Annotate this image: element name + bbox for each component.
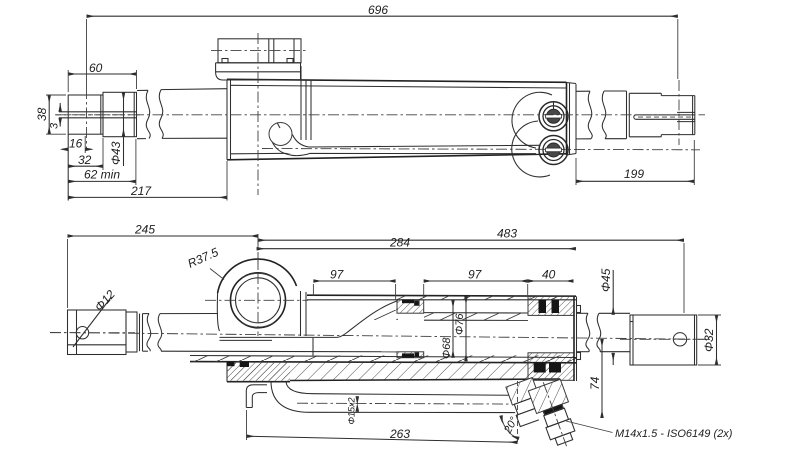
svg-text:245: 245 (134, 223, 155, 237)
svg-text:284: 284 (389, 236, 410, 250)
svg-text:263: 263 (389, 427, 410, 441)
svg-text:M14x1.5 - ISO6149 (2x): M14x1.5 - ISO6149 (2x) (615, 428, 733, 440)
svg-text:97: 97 (468, 268, 483, 282)
svg-text:217: 217 (130, 184, 152, 198)
svg-text:40: 40 (542, 268, 556, 282)
svg-text:3: 3 (49, 122, 61, 129)
svg-text:199: 199 (624, 167, 644, 181)
svg-text:Φ76: Φ76 (454, 313, 466, 335)
svg-text:16: 16 (69, 137, 83, 151)
svg-text:97: 97 (330, 268, 345, 282)
svg-text:483: 483 (497, 227, 517, 241)
svg-text:Φ15x2: Φ15x2 (347, 397, 357, 424)
svg-text:Φ68: Φ68 (441, 337, 453, 359)
svg-text:74: 74 (588, 376, 602, 390)
svg-text:Φ43: Φ43 (109, 141, 123, 165)
svg-text:Φ32: Φ32 (702, 328, 716, 352)
svg-text:696: 696 (368, 3, 388, 17)
svg-text:62 min: 62 min (84, 168, 120, 182)
svg-text:32: 32 (78, 153, 92, 167)
svg-text:60: 60 (89, 61, 103, 75)
svg-text:Φ45: Φ45 (599, 268, 613, 292)
svg-text:38: 38 (35, 107, 49, 121)
